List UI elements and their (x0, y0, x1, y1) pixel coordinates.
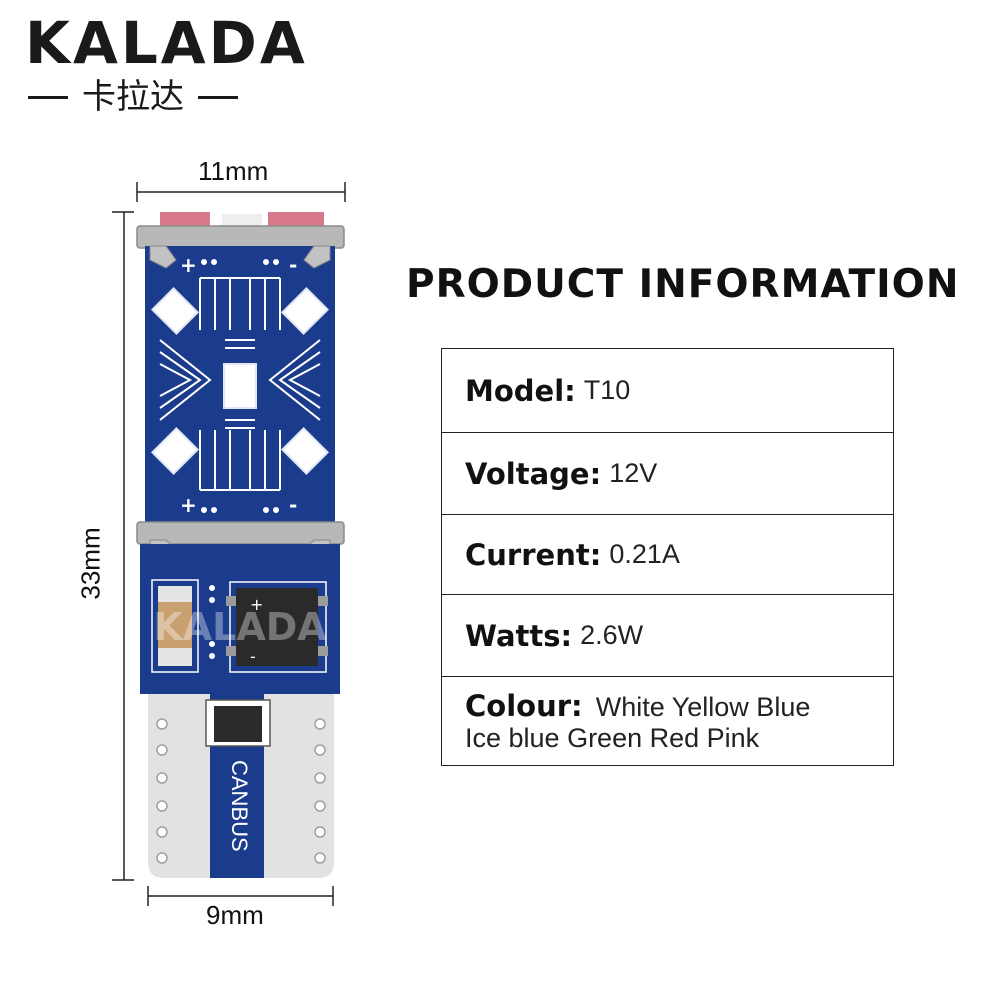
info-row-watts: Watts: 2.6W (442, 595, 893, 677)
dimension-width-bottom: 9mm (206, 900, 264, 930)
polarity-minus-bottom: - (289, 493, 297, 517)
polarity-minus-top: - (289, 253, 297, 277)
info-title: PRODUCT INFORMATION (406, 262, 960, 307)
led-chips (150, 286, 330, 476)
info-value-line2: Ice blue Green Red Pink (465, 722, 760, 753)
dimension-lines (112, 182, 346, 906)
info-value: T10 (583, 375, 631, 405)
info-row-voltage: Voltage: 12V (442, 433, 893, 515)
brand-chinese-name: 卡拉达 (82, 77, 184, 117)
brand-subtitle-row: 卡拉达 (28, 80, 238, 114)
info-table: Model: T10 Voltage: 12V Current: 0.21A W… (441, 348, 894, 766)
info-value: 0.21A (609, 539, 680, 569)
info-key: Current: (465, 537, 602, 572)
brand-divider-right (198, 95, 238, 99)
info-row-colour: Colour: White Yellow Blue Ice blue Green… (442, 677, 893, 765)
info-key: Model: (465, 373, 576, 408)
canbus-label: CANBUS (227, 760, 252, 852)
svg-text:+: + (250, 595, 263, 614)
info-value: 2.6W (580, 620, 644, 650)
brand-divider-left (28, 95, 68, 99)
info-value: White Yellow Blue (595, 691, 811, 722)
product-illustration: + - + - + - KALADA CANBUS (112, 182, 346, 906)
svg-text:-: - (250, 647, 256, 666)
info-key: Watts: (465, 618, 573, 653)
brand-logo-text: KALADA (25, 9, 308, 77)
dimension-width-top: 11mm (198, 156, 269, 186)
polarity-plus-top: + (180, 253, 197, 277)
info-key: Colour: (465, 688, 583, 723)
info-key: Voltage: (465, 456, 602, 491)
info-row-model: Model: T10 (442, 349, 893, 433)
polarity-plus-bottom: + (180, 493, 197, 517)
info-row-current: Current: 0.21A (442, 515, 893, 595)
pcb-watermark: KALADA (153, 605, 327, 649)
info-value: 12V (609, 458, 658, 488)
